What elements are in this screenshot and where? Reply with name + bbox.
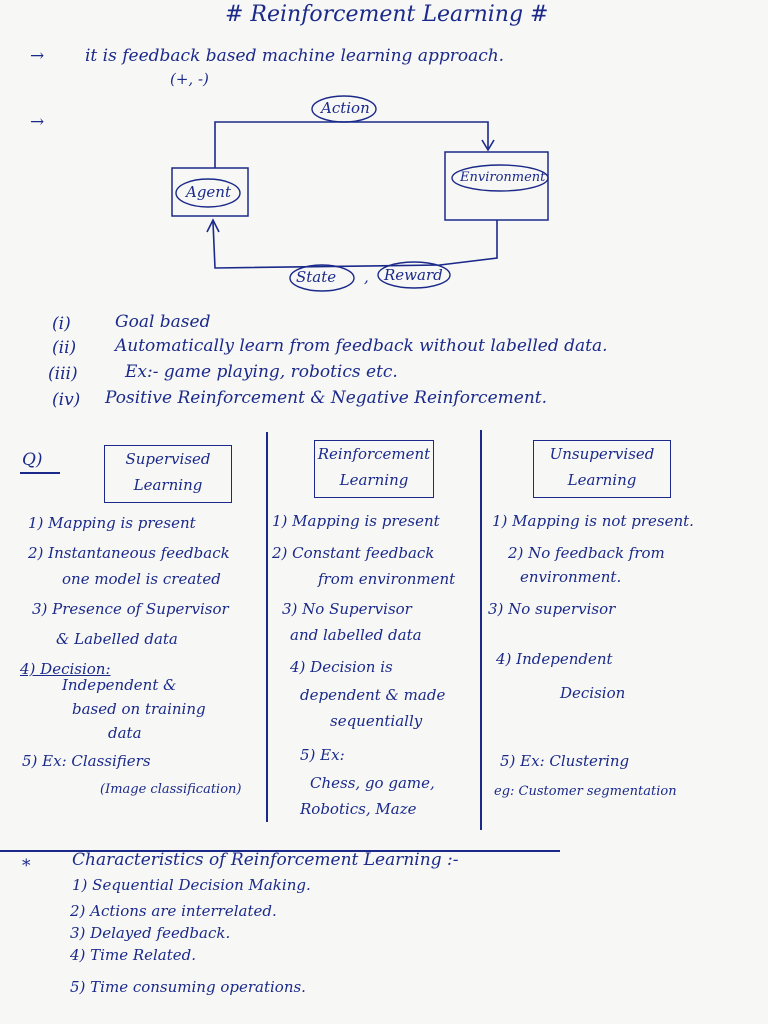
agent-box (171, 167, 249, 217)
point-num: (i) (52, 314, 71, 334)
characteristics-item: 1) Sequential Decision Making. (72, 876, 311, 894)
action-arrowhead (481, 139, 495, 152)
unsupervised-line: eg: Customer segmentation (494, 784, 677, 799)
action-label: Action (321, 99, 370, 117)
comma-label: , (364, 268, 369, 286)
point-num: (ii) (52, 338, 77, 358)
unsupervised-line: Decision (560, 684, 626, 702)
state-label: State (296, 268, 337, 286)
supervised-line: (Image classification) (100, 782, 242, 797)
diagram-arrow: → (30, 112, 45, 132)
point-text: Automatically learn from feedback withou… (115, 336, 608, 356)
supervised-header: Supervised Learning (104, 445, 232, 503)
supervised-line: based on training (72, 700, 206, 718)
supervised-line: 4) Decision: (20, 660, 111, 678)
point-num: (iv) (52, 390, 81, 410)
point-num: (iii) (48, 364, 78, 384)
reinforcement-line: 2) Constant feedback (272, 544, 435, 562)
unsupervised-line: 3) No supervisor (488, 600, 616, 618)
reinforcement-line: Robotics, Maze (300, 800, 417, 818)
reinforcement-line: and labelled data (290, 626, 422, 644)
reward-label: Reward (384, 266, 443, 284)
agent-environment-diagram (171, 95, 549, 292)
question-underline (20, 472, 60, 474)
unsupervised-line: 5) Ex: Clustering (500, 752, 630, 770)
reinforcement-line: Chess, go game, (310, 774, 435, 792)
characteristics-item: 4) Time Related. (70, 946, 197, 964)
action-oval (311, 95, 377, 123)
environment-label: Environment (460, 170, 546, 185)
intro-arrow: → (30, 46, 45, 66)
unsupervised-header: Unsupervised Learning (533, 440, 671, 498)
supervised-line: 3) Presence of Supervisor (32, 600, 229, 618)
characteristics-heading: Characteristics of Reinforcement Learnin… (72, 850, 459, 870)
characteristics-item: 3) Delayed feedback. (70, 924, 231, 942)
characteristics-item: 5) Time consuming operations. (70, 978, 306, 996)
characteristics-star: * (22, 856, 31, 876)
unsupervised-line: 2) No feedback from (508, 544, 665, 562)
column-divider (480, 430, 482, 830)
characteristics-item: 2) Actions are interrelated. (70, 902, 277, 920)
intro-sub: (+, -) (170, 70, 209, 88)
supervised-line: & Labelled data (56, 630, 178, 648)
reinforcement-line: dependent & made (300, 686, 446, 704)
reinforcement-header: Reinforcement Learning (314, 440, 434, 498)
point-text: Ex:- game playing, robotics etc. (125, 362, 398, 382)
reinforcement-line: 1) Mapping is present (272, 512, 440, 530)
reward-oval (377, 261, 451, 289)
reinforcement-line: 5) Ex: (300, 746, 345, 764)
unsupervised-line: 4) Independent (496, 650, 613, 668)
state-reward-path (212, 220, 498, 269)
reinforcement-line: sequentially (330, 712, 423, 730)
action-path (214, 121, 489, 168)
reinforcement-line: from environment (318, 570, 456, 588)
unsupervised-line: 1) Mapping is not present. (492, 512, 694, 530)
state-arrowhead (206, 218, 220, 233)
supervised-line: 1) Mapping is present (28, 514, 196, 532)
supervised-line: one model is created (62, 570, 221, 588)
reinforcement-line: 3) No Supervisor (282, 600, 412, 618)
reinforcement-line: 4) Decision is (290, 658, 393, 676)
supervised-line: Independent & (62, 676, 177, 694)
point-text: Goal based (115, 312, 211, 332)
state-oval (289, 264, 355, 292)
question-label: Q) (22, 450, 43, 470)
intro-text: it is feedback based machine learning ap… (85, 46, 505, 66)
section-divider (0, 850, 560, 852)
point-text: Positive Reinforcement & Negative Reinfo… (105, 388, 547, 408)
supervised-line: 2) Instantaneous feedback (28, 544, 230, 562)
agent-label: Agent (186, 183, 231, 201)
environment-oval (451, 164, 549, 192)
unsupervised-line: environment. (520, 568, 622, 586)
supervised-line: 5) Ex: Classifiers (22, 752, 151, 770)
agent-oval (175, 178, 241, 208)
column-divider (266, 432, 268, 822)
page-title: # Reinforcement Learning # (225, 2, 549, 27)
supervised-line: data (108, 724, 142, 742)
